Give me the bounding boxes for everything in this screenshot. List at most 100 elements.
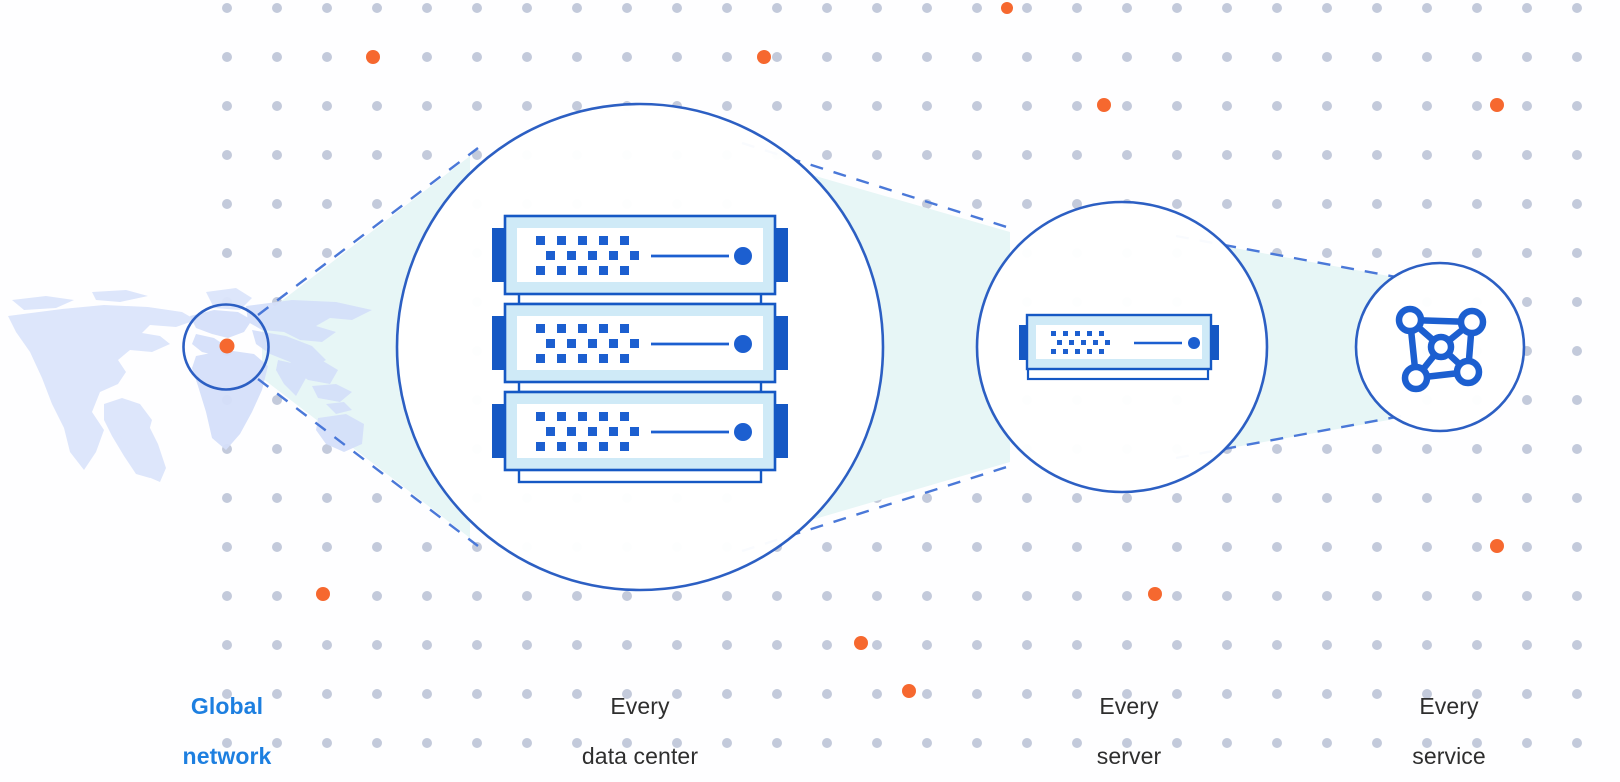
grid-dot — [372, 591, 382, 601]
grid-dot — [1122, 542, 1132, 552]
grid-dot — [722, 640, 732, 650]
grid-dot — [1472, 101, 1482, 111]
grid-dot — [1472, 591, 1482, 601]
grid-dot — [1572, 444, 1582, 454]
grid-dot — [522, 689, 532, 699]
grid-dot — [1472, 542, 1482, 552]
grid-dot — [1472, 444, 1482, 454]
grid-dot — [1222, 689, 1232, 699]
grid-dot — [722, 101, 732, 111]
grid-dot — [822, 150, 832, 160]
grid-dot — [1522, 248, 1532, 258]
label-service: Every service — [1339, 669, 1559, 782]
grid-dot — [872, 52, 882, 62]
mesh-node-bottom-left — [1401, 363, 1431, 393]
label-service-line2: service — [1412, 743, 1486, 769]
grid-dot — [472, 738, 482, 748]
label-global-network: Global network — [127, 669, 327, 782]
map-location-marker — [219, 338, 235, 354]
grid-dot — [872, 591, 882, 601]
grid-dot — [1222, 493, 1232, 503]
grid-dot — [822, 591, 832, 601]
grid-dot — [1322, 542, 1332, 552]
grid-dot — [672, 689, 682, 699]
grid-dot — [722, 591, 732, 601]
rack-status-dot-3 — [734, 423, 752, 441]
grid-dot — [1422, 444, 1432, 454]
grid-dot — [1322, 199, 1332, 209]
grid-dot — [822, 3, 832, 13]
grid-dot — [622, 640, 632, 650]
grid-dot — [1472, 150, 1482, 160]
grid-dot — [272, 101, 282, 111]
grid-dot — [1172, 52, 1182, 62]
grid-dot — [1072, 542, 1082, 552]
grid-dot — [1172, 689, 1182, 699]
grid-dot — [322, 444, 332, 454]
grid-dot — [222, 248, 232, 258]
grid-dot — [272, 542, 282, 552]
grid-dot — [1472, 52, 1482, 62]
grid-dot — [1522, 444, 1532, 454]
grid-dot — [422, 640, 432, 650]
grid-dot — [972, 3, 982, 13]
world-map-icon — [8, 288, 372, 482]
grid-dot — [222, 101, 232, 111]
grid-dot — [372, 493, 382, 503]
grid-dot — [1272, 444, 1282, 454]
grid-dot — [922, 150, 932, 160]
grid-dot — [372, 738, 382, 748]
grid-dot — [422, 52, 432, 62]
grid-dot — [1072, 493, 1082, 503]
grid-dot — [1372, 689, 1382, 699]
grid-dot — [222, 689, 232, 699]
network-mesh-icon — [1395, 305, 1487, 393]
grid-dot — [972, 738, 982, 748]
grid-dot — [1422, 248, 1432, 258]
grid-dot — [272, 395, 282, 405]
grid-dot — [672, 52, 682, 62]
grid-dot — [1572, 542, 1582, 552]
grid-dot — [1222, 738, 1232, 748]
grid-dot — [222, 542, 232, 552]
grid-dot — [1522, 738, 1532, 748]
label-global-network-line2: network — [182, 743, 272, 769]
grid-dot — [572, 689, 582, 699]
grid-dot — [1272, 542, 1282, 552]
grid-dot — [372, 542, 382, 552]
grid-dot — [1172, 738, 1182, 748]
grid-dot — [872, 738, 882, 748]
grid-dot — [1272, 640, 1282, 650]
grid-dot — [572, 640, 582, 650]
grid-dot — [1422, 199, 1432, 209]
grid-dot — [322, 101, 332, 111]
grid-dot — [372, 150, 382, 160]
grid-dot — [572, 52, 582, 62]
grid-dot — [972, 542, 982, 552]
grid-dot — [272, 199, 282, 209]
grid-dot — [422, 542, 432, 552]
grid-dot — [272, 3, 282, 13]
grid-dot — [822, 640, 832, 650]
grid-dot — [1372, 52, 1382, 62]
grid-dot — [1572, 493, 1582, 503]
grid-dot — [272, 150, 282, 160]
grid-dot — [1372, 493, 1382, 503]
rack-unit-3 — [492, 390, 788, 472]
grid-dot — [1272, 689, 1282, 699]
grid-dot — [1572, 738, 1582, 748]
grid-dot — [1472, 689, 1482, 699]
grid-dot — [222, 493, 232, 503]
grid-dot — [572, 101, 582, 111]
grid-dot — [1072, 3, 1082, 13]
grid-dot — [372, 640, 382, 650]
grid-dot — [1122, 493, 1132, 503]
grid-dot — [1422, 101, 1432, 111]
grid-dot — [872, 150, 882, 160]
grid-dot — [1322, 150, 1332, 160]
grid-dot — [1272, 493, 1282, 503]
grid-dot — [672, 738, 682, 748]
label-data-center-line2: data center — [581, 743, 699, 769]
